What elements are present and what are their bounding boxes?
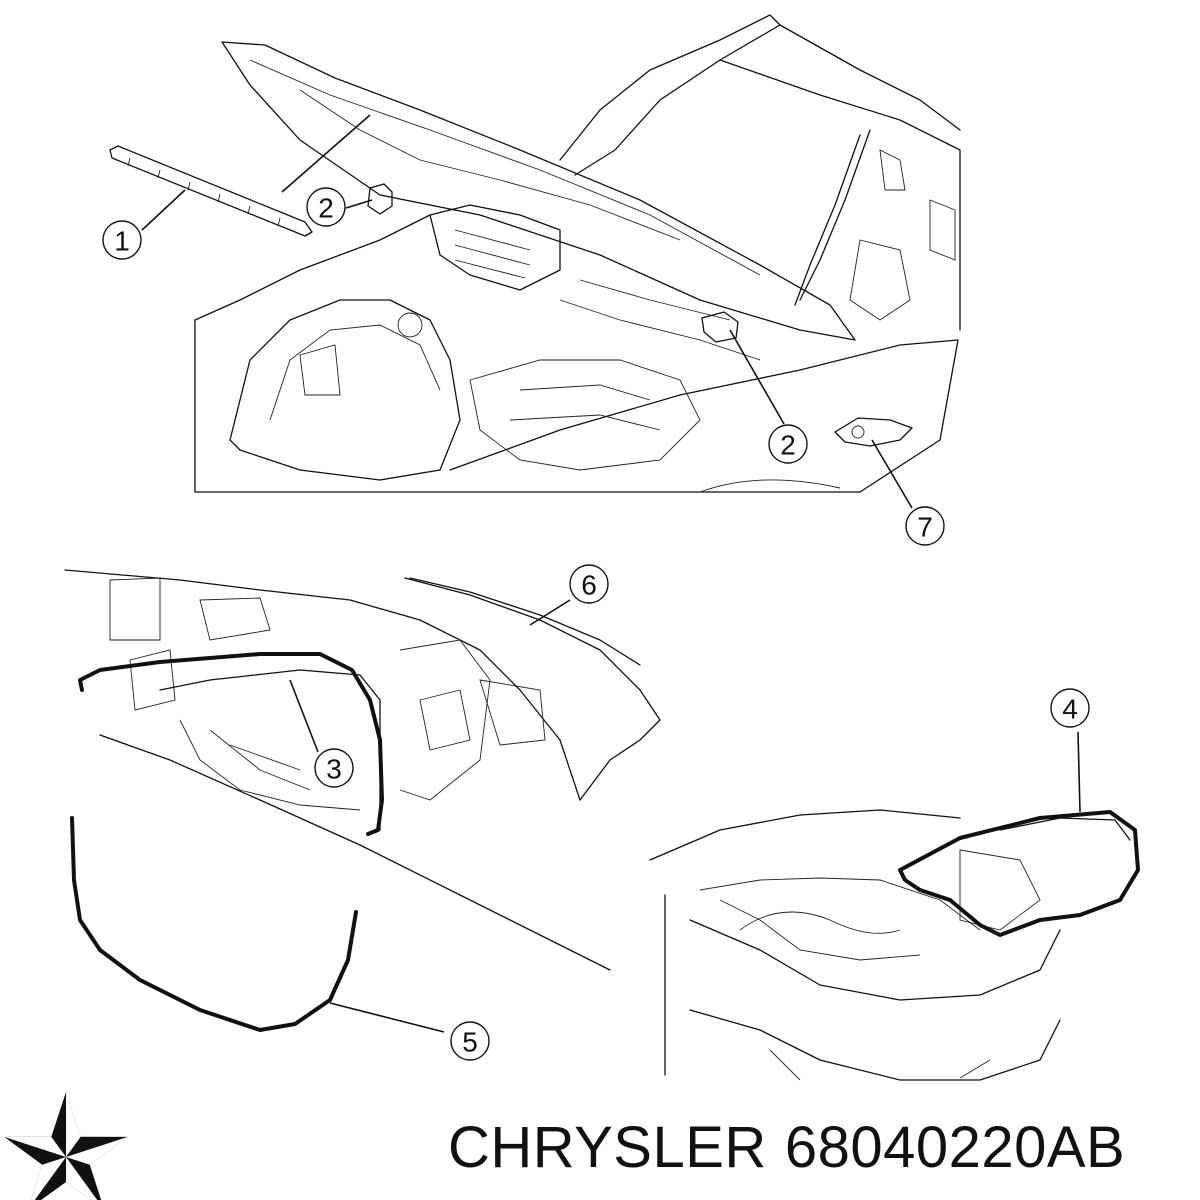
callout-7: 7 xyxy=(905,506,945,546)
trunk-illustration xyxy=(649,809,1140,1081)
callout-4-label: 4 xyxy=(1062,694,1078,725)
callout-7-label: 7 xyxy=(917,512,933,543)
callout-3: 3 xyxy=(314,748,354,788)
callout-5-label: 5 xyxy=(462,1027,478,1058)
callout-5: 5 xyxy=(450,1021,490,1061)
part-caption: CHRYSLER 68040220AB xyxy=(448,1108,1188,1188)
callout-2-right-label: 2 xyxy=(780,430,796,461)
callout-6: 6 xyxy=(569,564,609,604)
door-opening-illustration xyxy=(64,569,661,1032)
callout-6-label: 6 xyxy=(581,570,597,601)
callout-3-label: 3 xyxy=(326,754,342,785)
callout-2-right: 2 xyxy=(768,424,808,464)
part-number: 68040220AB xyxy=(784,1115,1126,1180)
leader-lines xyxy=(141,114,1081,1033)
callout-2-top-label: 2 xyxy=(318,193,334,224)
callout-1-label: 1 xyxy=(114,226,130,257)
pentastar-logo xyxy=(4,1092,128,1200)
callout-4: 4 xyxy=(1050,688,1090,728)
engine-bay-illustration xyxy=(109,14,961,493)
brand-name: CHRYSLER xyxy=(448,1115,767,1180)
callout-2-top: 2 xyxy=(306,187,346,227)
callout-1: 1 xyxy=(102,220,142,260)
